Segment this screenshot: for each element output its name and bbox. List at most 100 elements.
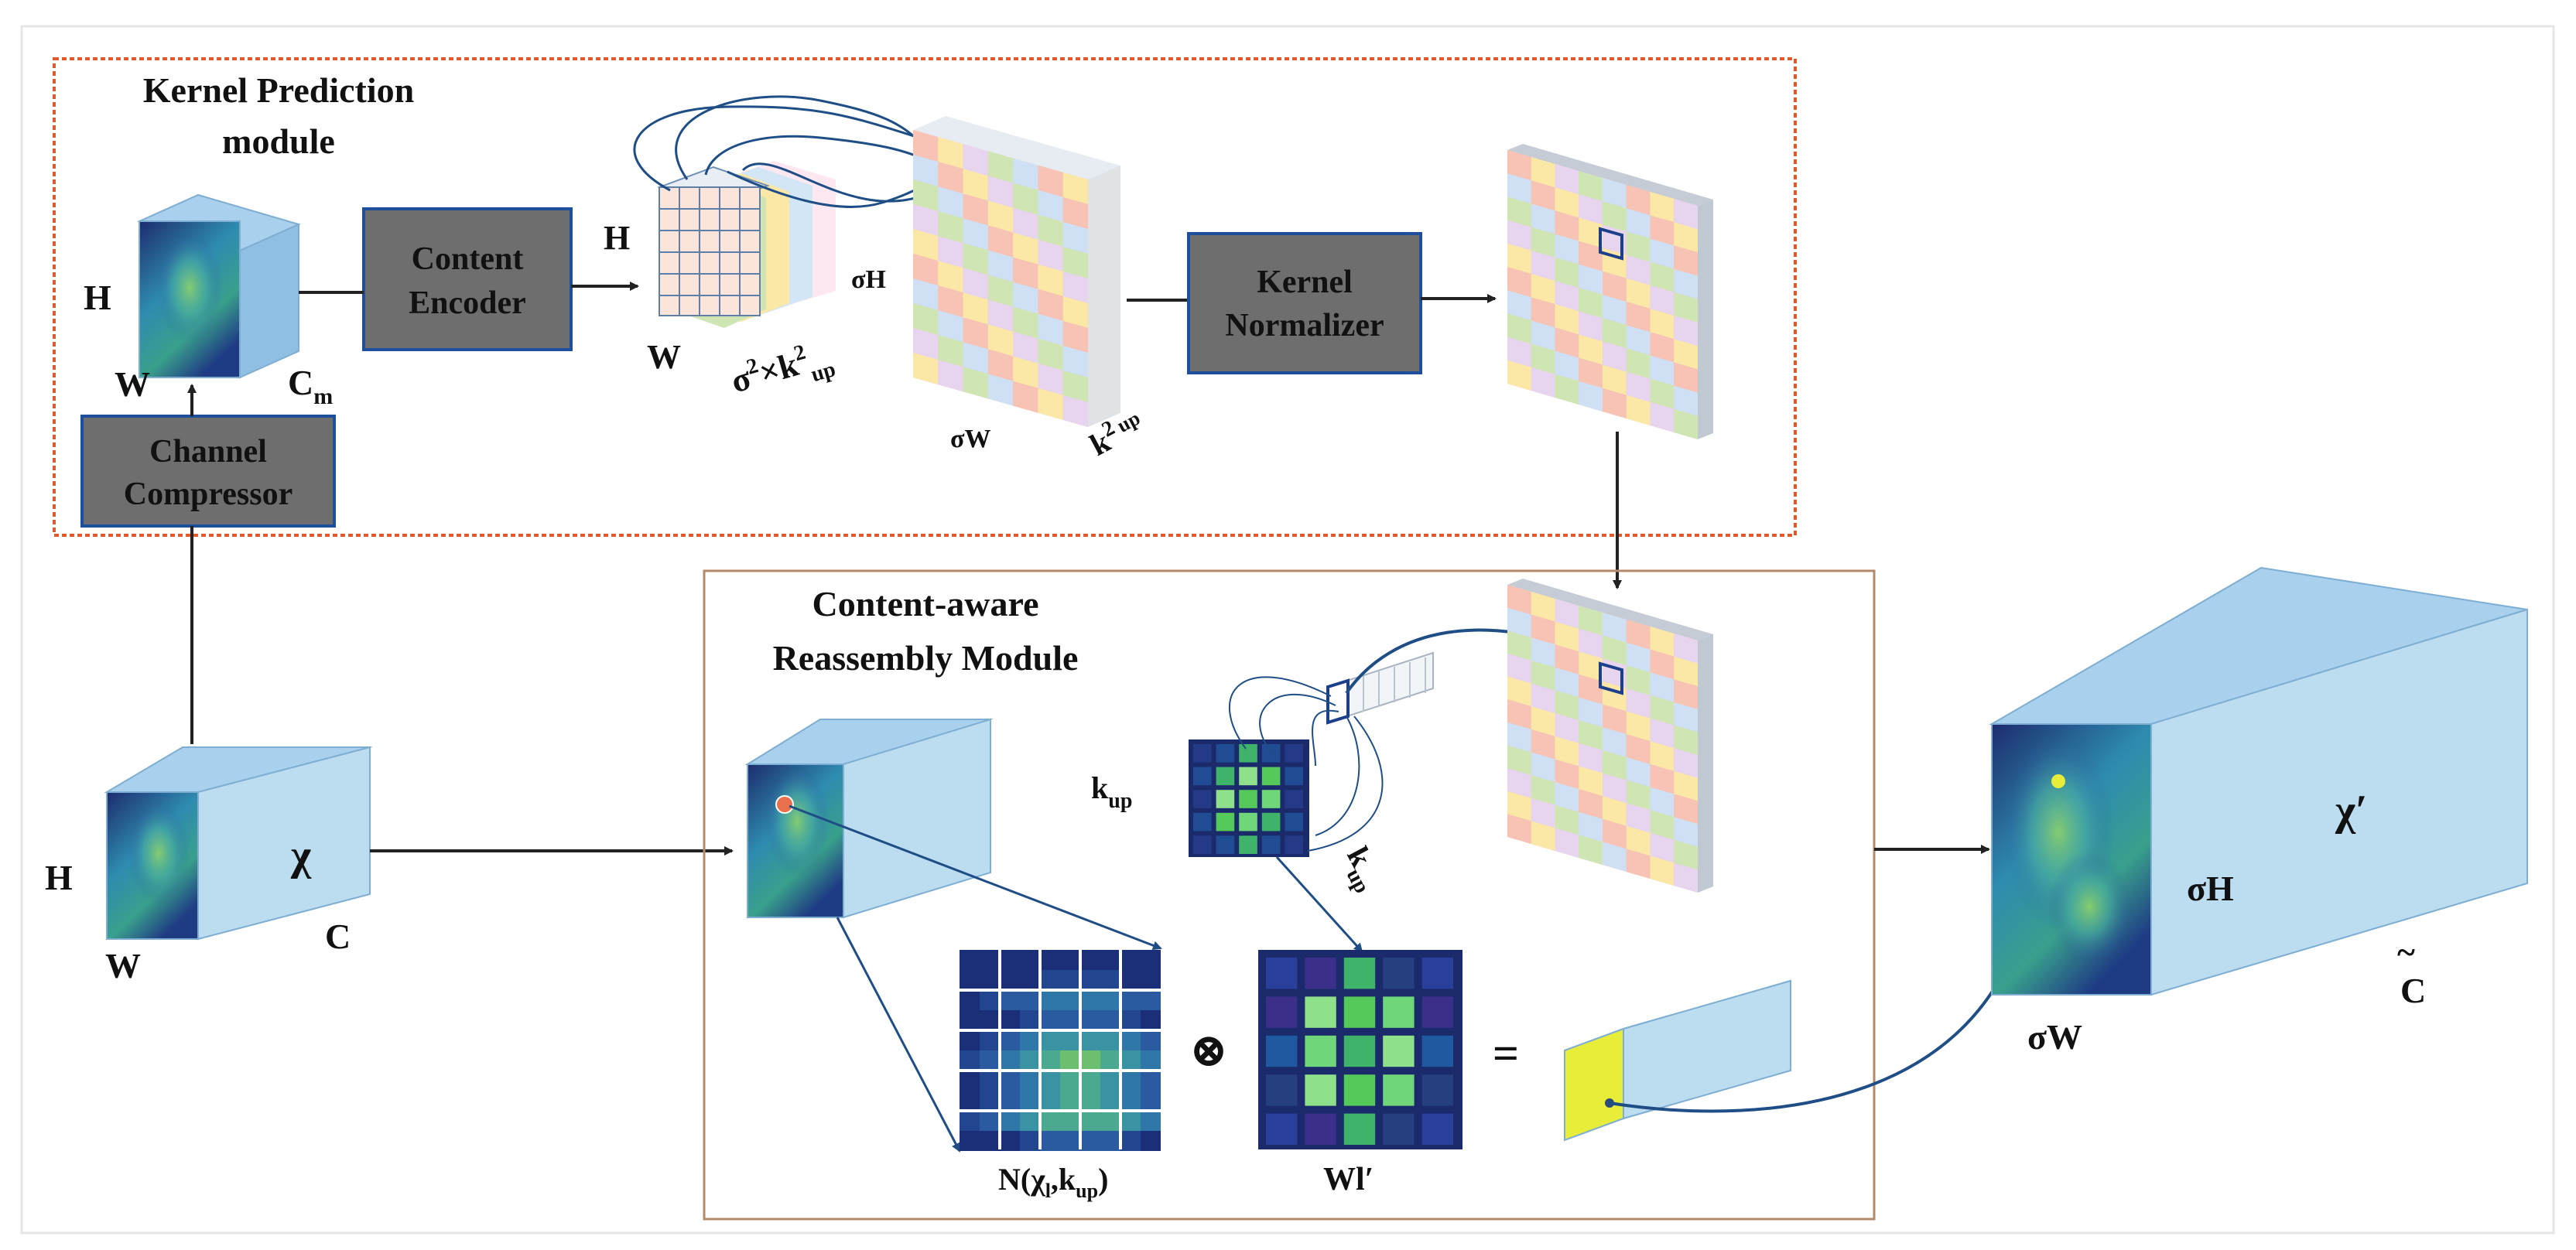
- check-cell: [1062, 246, 1088, 278]
- channel-compressor-line1: Channel: [149, 434, 267, 470]
- check-cell: [1507, 290, 1531, 321]
- kernel-cell: [1261, 744, 1281, 763]
- check-cell: [1674, 222, 1698, 253]
- check-cell: [1626, 620, 1651, 650]
- kernel-cell: [1193, 790, 1212, 808]
- check-cell: [1626, 665, 1651, 695]
- check-cell: [1626, 185, 1651, 216]
- check-cell: [963, 218, 988, 251]
- neighborhood-pixel: [1100, 1071, 1120, 1091]
- check-cell: [1650, 627, 1675, 657]
- check-cell: [1674, 702, 1698, 733]
- check-cell: [1579, 720, 1603, 750]
- check-cell: [1531, 297, 1555, 328]
- neighborhood-pixel: [1120, 950, 1141, 970]
- check-cell: [1650, 672, 1675, 702]
- check-cell: [913, 179, 939, 212]
- neighborhood-pixel: [1141, 1091, 1161, 1111]
- check-cell: [1507, 653, 1531, 684]
- check-cell: [938, 335, 963, 367]
- check-cell: [1650, 787, 1675, 818]
- check-cell: [1507, 243, 1531, 274]
- check-cell: [1674, 245, 1698, 276]
- check-cell: [1674, 656, 1698, 687]
- reassembly-map-checks: [1507, 585, 1698, 893]
- check-cell: [1650, 238, 1675, 269]
- check-cell: [1650, 261, 1675, 292]
- check-cell: [1650, 215, 1675, 246]
- check-cell: [1555, 599, 1579, 629]
- check-cell: [1531, 320, 1555, 351]
- neighborhood-pixel: [1080, 1091, 1100, 1111]
- kernel-cell: [1193, 835, 1212, 854]
- check-cell: [1626, 325, 1651, 356]
- kernel-module-title-line2: module: [222, 121, 335, 161]
- normalized-map-top: [1507, 144, 1713, 206]
- check-cell: [938, 236, 963, 268]
- check-cell: [1626, 825, 1651, 856]
- check-cell: [1531, 180, 1555, 211]
- neighborhood-pixel: [1100, 1091, 1120, 1111]
- check-cell: [1507, 607, 1531, 638]
- compressed-cube-glow: [152, 232, 227, 356]
- point-to-neigh-top: [789, 804, 1162, 951]
- check-cell: [1531, 250, 1555, 281]
- check-cell: [1507, 722, 1531, 753]
- check-cell: [1674, 770, 1698, 801]
- check-cell: [1674, 725, 1698, 756]
- check-cell: [1626, 208, 1651, 239]
- normalized-kernel-map: [1507, 144, 1713, 439]
- kernel-module-title-line1: Kernel Prediction: [143, 70, 414, 110]
- compressed-cube-w-label: W: [115, 364, 150, 404]
- neighborhood-pixel: [980, 1030, 1000, 1050]
- kernel-map-checks: [913, 130, 1088, 427]
- neighborhood-pixel: [980, 1071, 1000, 1091]
- kernel-cell: [1239, 790, 1257, 808]
- check-cell: [938, 285, 963, 318]
- kernel-strip-ticks: [1363, 657, 1426, 712]
- check-cell: [1626, 734, 1651, 764]
- check-cell: [987, 151, 1014, 183]
- output-c-label: C: [2400, 971, 2426, 1010]
- neighborhood-pixel: [1040, 970, 1060, 990]
- neighborhood-pixel: [960, 1050, 980, 1071]
- kernel-map: [913, 116, 1120, 427]
- check-cell: [1674, 339, 1698, 370]
- check-cell: [1507, 150, 1531, 181]
- check-cell: [1650, 355, 1675, 386]
- kernel-map-top: [913, 116, 1120, 179]
- otimes-symbol: ⊗: [1189, 1025, 1228, 1076]
- check-cell: [1650, 378, 1675, 409]
- check-cell: [1062, 196, 1088, 229]
- kernel-cell: [1343, 958, 1376, 989]
- neighborhood-pixel: [1040, 990, 1060, 1010]
- check-cell: [1626, 849, 1651, 879]
- check-cell: [1626, 688, 1651, 719]
- kernel-cell: [1266, 1074, 1298, 1106]
- kernel-cell: [1421, 996, 1453, 1028]
- check-cell: [1626, 278, 1651, 309]
- check-cell: [1579, 651, 1603, 681]
- check-cell: [1650, 649, 1675, 680]
- check-cell: [963, 317, 988, 350]
- weight-kernel-cells: [1266, 958, 1453, 1145]
- neighborhood-pixel: [1141, 1131, 1161, 1151]
- kernel-cell: [1216, 835, 1235, 854]
- kernel-normalizer-box: [1187, 232, 1422, 374]
- neighborhood-pixel: [1020, 1010, 1040, 1030]
- check-cell: [1531, 343, 1555, 374]
- check-cell: [1579, 835, 1603, 865]
- check-cell: [1555, 759, 1579, 790]
- check-cell: [1555, 350, 1579, 381]
- check-cell: [1626, 254, 1651, 285]
- check-cell: [913, 204, 939, 237]
- check-cell: [1062, 295, 1088, 328]
- kernel-cell: [1266, 958, 1298, 989]
- check-cell: [1603, 178, 1627, 209]
- input-c-label: C: [325, 917, 351, 956]
- neighborhood-pixel: [1080, 990, 1100, 1010]
- check-cell: [1579, 674, 1603, 705]
- check-cell: [1531, 367, 1555, 398]
- neighborhood-pixel: [1120, 1071, 1141, 1091]
- neighborhood-pixel: [1060, 1030, 1080, 1050]
